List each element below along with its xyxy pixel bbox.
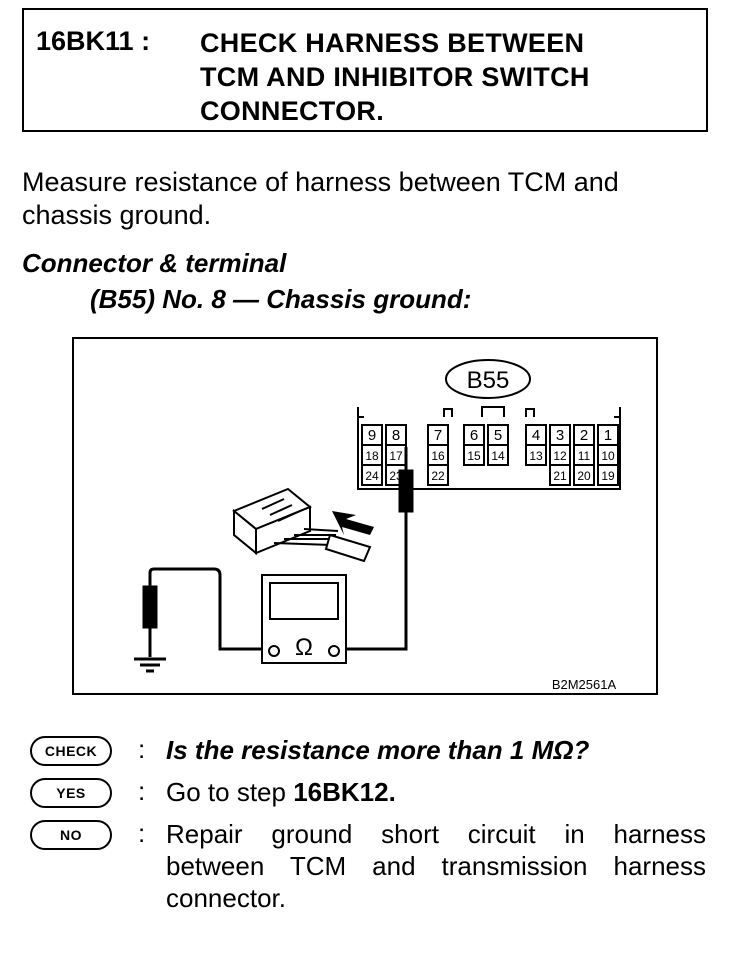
- no-badge: NO: [30, 820, 112, 850]
- arrow-icon: [332, 511, 374, 535]
- connector-detail: (B55) No. 8 — Chassis ground:: [90, 284, 472, 314]
- terminal-cell: [361, 464, 383, 486]
- harness-connector-icon: [232, 487, 372, 563]
- no-action-line: connector.: [166, 883, 286, 913]
- terminal-cell: [427, 464, 449, 486]
- step-code: 16BK11 :: [36, 26, 151, 56]
- colon: :: [138, 734, 146, 764]
- terminal-cell: [525, 444, 547, 466]
- step-title-line: TCM AND INHIBITOR SWITCH: [200, 62, 590, 92]
- terminal-label: 16: [431, 449, 445, 463]
- connector-body: [357, 406, 621, 490]
- instruction-line: Measure resistance of harness between TC…: [22, 167, 619, 197]
- terminal-label: 14: [491, 449, 505, 463]
- instruction-line: chassis ground.: [22, 200, 212, 230]
- terminal-label: 18: [365, 449, 379, 463]
- terminal-label: 2: [580, 427, 588, 444]
- terminal-label: 20: [577, 469, 591, 483]
- step-title-line: CONNECTOR.: [200, 96, 385, 126]
- terminal-label: 5: [494, 427, 502, 444]
- terminal-label: 15: [467, 449, 481, 463]
- terminal-cell: [549, 464, 571, 486]
- terminal-label: 9: [368, 427, 376, 444]
- terminal-label: 10: [601, 449, 615, 463]
- figure-code: B2M2561A: [552, 677, 617, 692]
- terminal-label: 1: [604, 427, 612, 444]
- probe-lead-red: [340, 447, 414, 651]
- colon: :: [138, 776, 146, 806]
- yes-action: Go to step 16BK12.: [166, 776, 726, 808]
- terminal-label: 17: [389, 449, 403, 463]
- connector-label: B55: [467, 367, 510, 394]
- colon: :: [138, 818, 146, 848]
- ohmmeter-display: [269, 582, 339, 620]
- yes-badge: YES: [30, 778, 112, 808]
- terminal-label: 4: [532, 427, 540, 444]
- step-title: CHECK HARNESS BETWEEN TCM AND INHIBITOR …: [200, 26, 590, 128]
- step-title-line: CHECK HARNESS BETWEEN: [200, 28, 585, 58]
- terminal-cell: [573, 464, 595, 486]
- yes-prefix: Go to step: [166, 777, 294, 807]
- terminal-cell: [597, 464, 619, 486]
- no-action: Repair ground short circuit in harness b…: [166, 818, 706, 914]
- connector-label-ellipse: [445, 359, 531, 399]
- terminal-cell: [463, 444, 485, 466]
- terminal-label: 7: [434, 427, 442, 444]
- terminal-label: 11: [578, 449, 591, 463]
- terminal-label: 22: [431, 469, 445, 483]
- terminal-label: 12: [553, 449, 567, 463]
- terminal-label: 13: [529, 449, 543, 463]
- terminal-cell: [487, 444, 509, 466]
- check-question: Is the resistance more than 1 MΩ?: [166, 735, 590, 765]
- no-action-line: Repair ground short circuit in harness: [166, 819, 706, 849]
- probe-lead-ground: [134, 567, 268, 673]
- connector-heading: Connector & terminal: [22, 248, 287, 278]
- terminal-label: 3: [556, 427, 564, 444]
- ohm-symbol: Ω: [295, 634, 313, 661]
- no-action-line: between TCM and transmission harness: [166, 851, 706, 881]
- terminal-label: 24: [365, 469, 379, 483]
- ohmmeter: Ω: [261, 574, 347, 664]
- terminal-label: 8: [392, 427, 400, 444]
- check-badge: CHECK: [30, 736, 112, 766]
- yes-step-link[interactable]: 16BK12.: [293, 777, 396, 807]
- terminal-label: 21: [553, 469, 567, 483]
- terminal-label: 6: [470, 427, 478, 444]
- step-header: 16BK11 : CHECK HARNESS BETWEEN TCM AND I…: [22, 8, 708, 132]
- terminal-label: 19: [601, 469, 615, 483]
- instruction-text: Measure resistance of harness between TC…: [22, 166, 722, 232]
